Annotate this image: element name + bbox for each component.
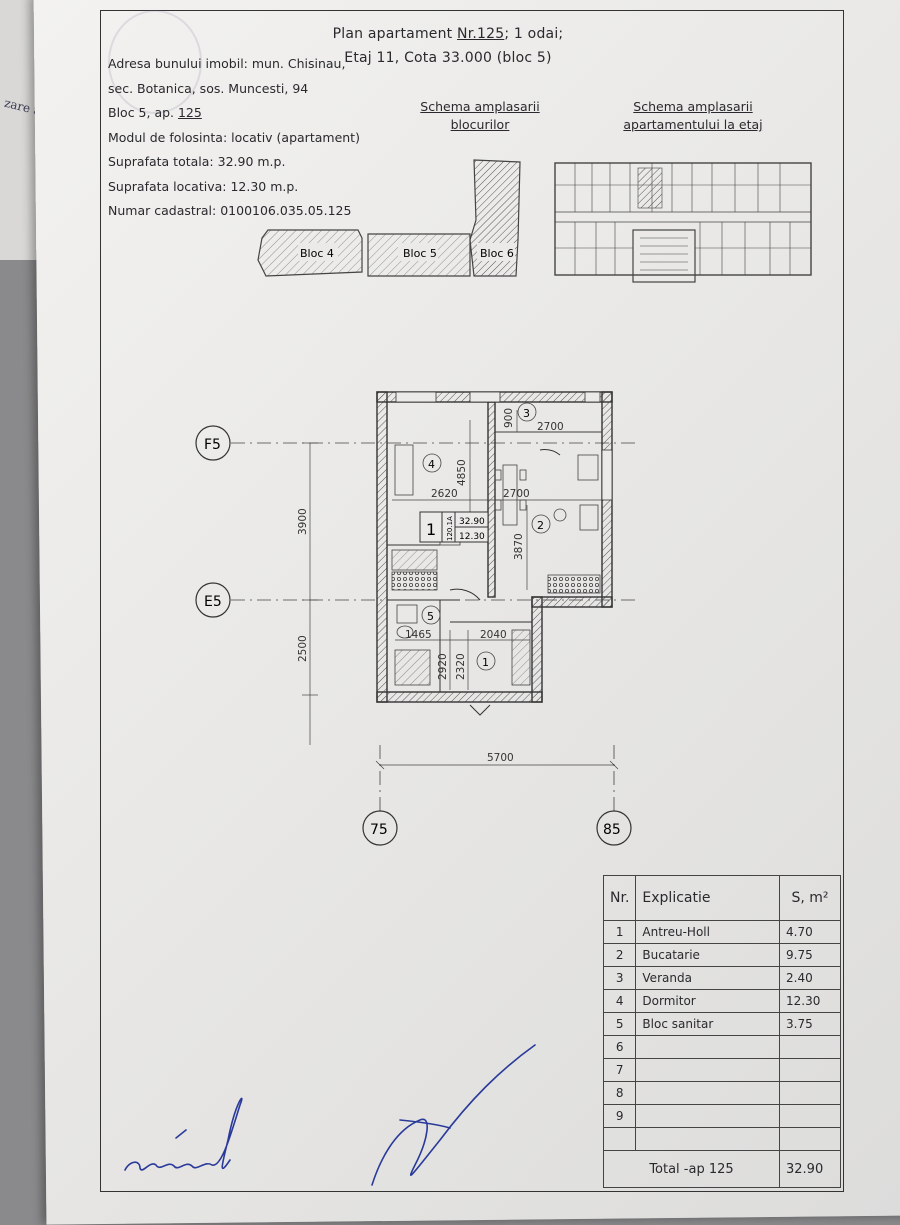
signature-left-mark (175, 1129, 187, 1139)
dim-1465: 1465 (405, 629, 432, 641)
dim-5700: 5700 (487, 752, 514, 764)
address-line-4: Modul de folosinta: locativ (apartament) (108, 129, 360, 145)
signatures (124, 1044, 536, 1186)
bloc-5-label: Bloc 5 (403, 247, 437, 260)
dim-3900: 3900 (297, 508, 309, 535)
dim-2620: 2620 (431, 488, 458, 500)
apartment-number: Nr.125 (457, 26, 505, 42)
axis-label-e5: E5 (204, 594, 222, 610)
table-row: 8 (602, 1081, 841, 1105)
table-row: 7 (602, 1058, 841, 1082)
address-line-3: Bloc 5, ap. 125 (108, 105, 202, 120)
signature-left (124, 1097, 243, 1171)
axis-label-85: 85 (603, 822, 621, 838)
dim-2040: 2040 (480, 629, 507, 641)
schema-floor-title: Schema amplasarii apartamentului la etaj (623, 99, 763, 132)
address-line-6: Suprafata locativa: 12.30 m.p. (108, 178, 299, 194)
room-4-label: 4 (428, 458, 435, 471)
dim-2320: 2320 (455, 653, 467, 680)
room-tag-number: 1 (426, 520, 436, 539)
room-tag-living: 12.30 (459, 532, 485, 542)
signature-right-stroke (399, 1119, 451, 1129)
wall-west (376, 391, 388, 703)
axis-bubble-85 (596, 810, 632, 846)
axis-label-75: 75 (370, 822, 388, 838)
dim-3870: 3870 (513, 533, 525, 560)
wall-south-kitchen (531, 596, 613, 608)
schema-blocks-title: Schema amplasarii blocurilor (420, 99, 540, 132)
wall-east-hall (531, 596, 543, 703)
dim-2700-top: 2700 (537, 421, 564, 433)
room-2-label: 2 (537, 519, 544, 532)
apartment-plan: F5 E5 75 85 (195, 391, 640, 846)
dim-4850: 4850 (456, 459, 468, 486)
total-label: Total -ap 125 (603, 1150, 780, 1188)
total-value: 32.90 (779, 1150, 841, 1188)
address-line-5: Suprafata totala: 32.90 m.p. (108, 154, 286, 169)
table-header-area: S, m² (779, 875, 841, 921)
axis-bubble-75 (362, 810, 398, 846)
axis-bubble-e5 (195, 582, 231, 618)
plan-title: Plan apartament Nr.125; 1 odai; Etaj 11,… (328, 22, 568, 70)
room-tag-total: 32.90 (459, 517, 485, 527)
title-suffix: ; 1 odai; (504, 26, 564, 42)
floor-line: Etaj 11, Cota 33.000 (bloc 5) (344, 50, 552, 66)
block-schema: Bloc 4 Bloc 5 Bloc 6 (257, 159, 521, 277)
room-1-label: 1 (482, 656, 489, 669)
bloc-4-label-bg (298, 243, 338, 261)
bloc-4-label: Bloc 4 (300, 247, 334, 260)
table-total-row: Total -ap 125 32.90 (603, 1150, 841, 1188)
table-row: 9 (602, 1104, 841, 1128)
axis-label-f5: F5 (204, 437, 221, 453)
wall-south (376, 691, 543, 703)
faded-stamp (108, 10, 202, 114)
address-line-2: sec. Botanica, sos. Muncesti, 94 (108, 80, 309, 96)
bloc-5-label-bg (398, 243, 438, 261)
dim-2920: 2920 (437, 653, 449, 680)
table-header-explicatie: Explicatie (635, 875, 780, 921)
floor-schema (554, 162, 812, 283)
room-5-label: 5 (427, 610, 434, 623)
room-3-label: 3 (523, 407, 530, 420)
dim-900: 900 (503, 408, 515, 428)
address-ap-number: 125 (177, 105, 202, 120)
dim-2700-mid: 2700 (503, 488, 530, 500)
dim-2500: 2500 (297, 635, 309, 662)
table-row: 6 (602, 1035, 841, 1059)
wall-partition (487, 401, 496, 598)
address-line-1: Adresa bunului imobil: mun. Chisinau, (108, 56, 346, 71)
room-tag-code: 120.1A (446, 516, 454, 541)
table-header-nr: Nr. (602, 875, 637, 921)
bloc-6-label-bg (477, 243, 515, 261)
address-line-7: Numar cadastral: 0100106.035.05.125 (108, 203, 352, 218)
address-block: Adresa bunului imobil: mun. Chisinau, se… (108, 52, 360, 224)
axis-bubble-f5 (195, 425, 231, 461)
drawing-frame (100, 10, 844, 1192)
table-row (602, 1127, 841, 1151)
bloc-6-label: Bloc 6 (480, 247, 514, 260)
drawings-layer: Bloc 4 Bloc 5 Bloc 6 (124, 159, 812, 1186)
title-prefix: Plan apartament (332, 26, 458, 42)
signature-right (371, 1044, 536, 1186)
